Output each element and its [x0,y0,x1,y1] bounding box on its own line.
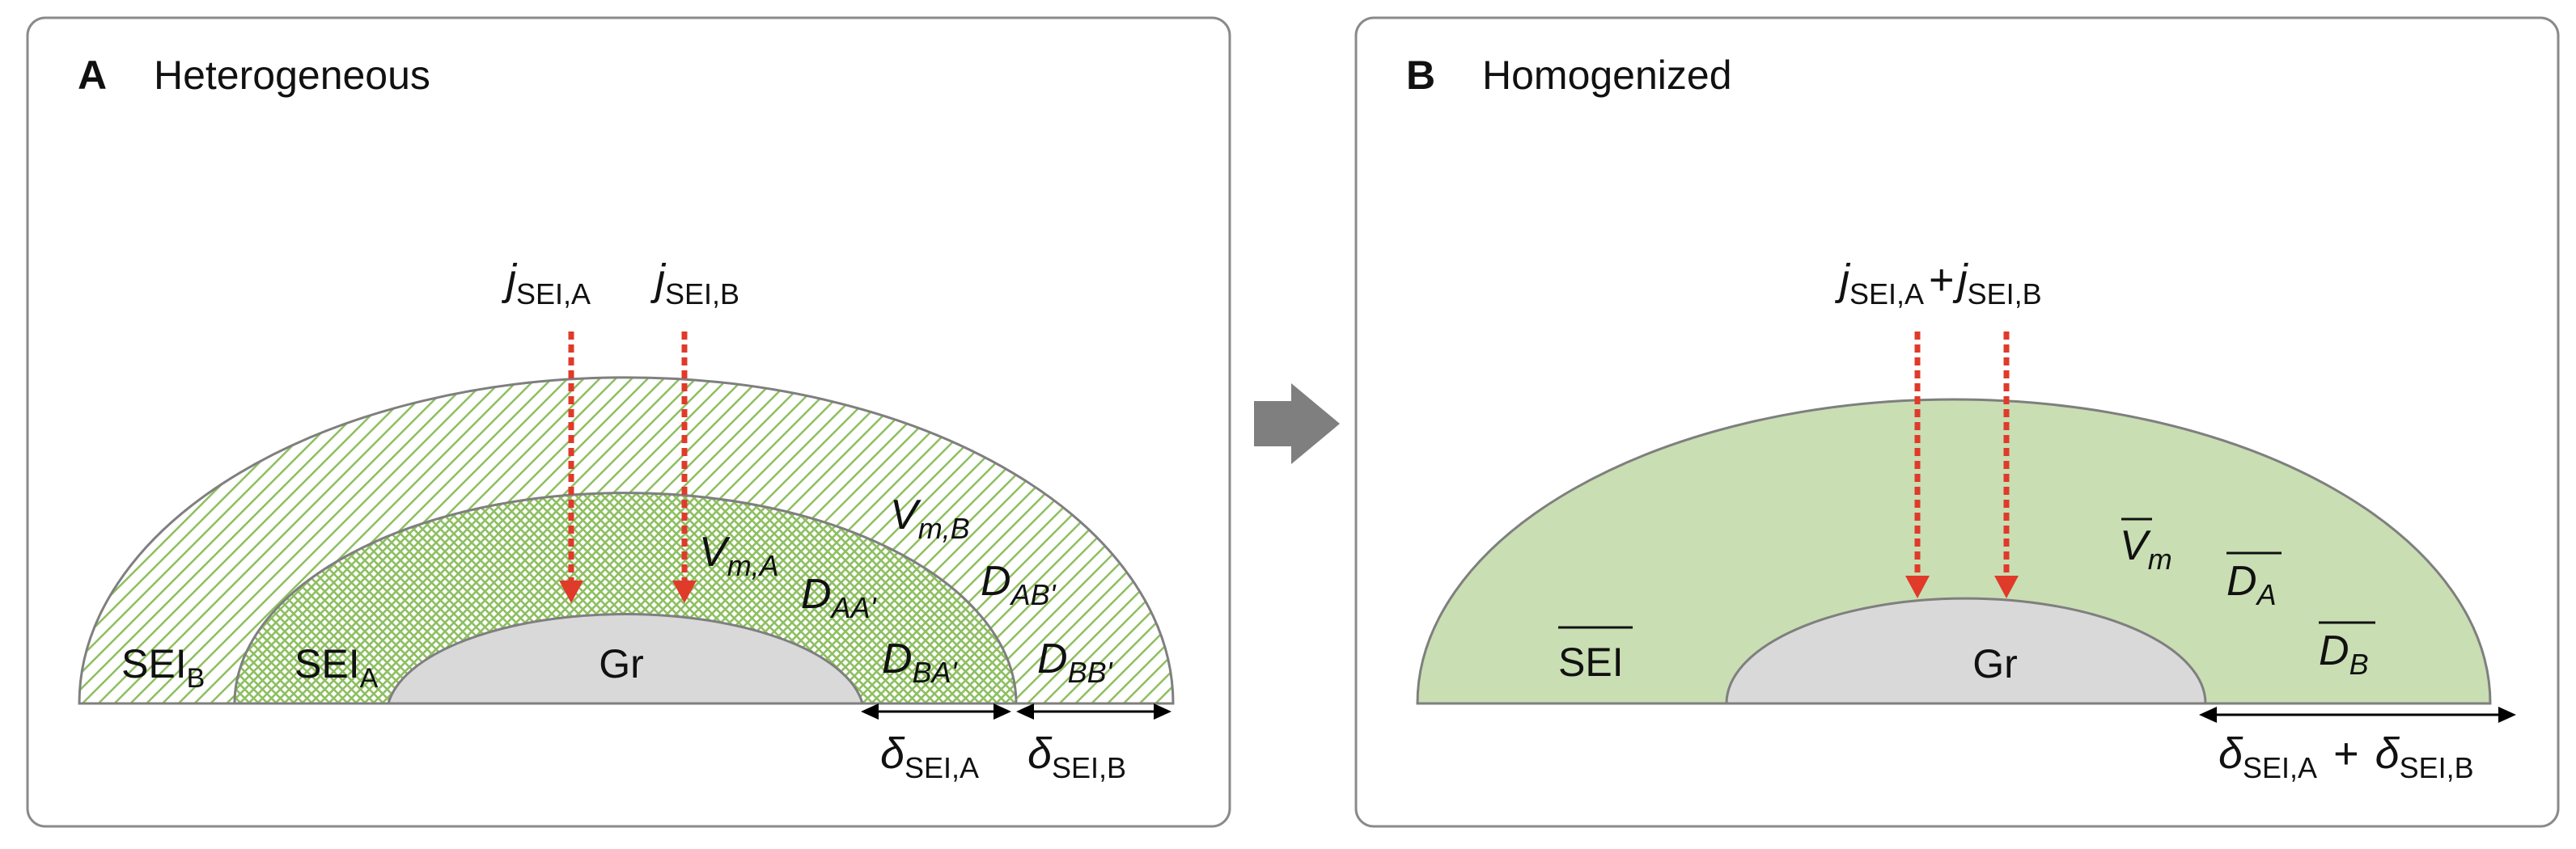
sei-label: SEI [1558,640,1624,685]
d-aa-label: DAA' [801,571,877,624]
vm-a-label: Vm,A [699,529,779,582]
panel-b: B Homogenized Gr SEI jSEI,A+jSEI,B Vm DA [1354,16,2560,828]
sei-a-label: SEIA [294,641,379,694]
d-bb-label: DBB' [1037,636,1113,689]
flux-a-arrowhead-b [1905,576,1930,598]
sei-a-layer [233,492,1018,705]
delta-total-arrow [2199,707,2516,723]
vm-b-label: Vm,B [890,492,970,545]
panel-a-letter: A [78,53,107,98]
core-label-b: Gr [1972,641,2018,686]
delta-b-label: δSEI,B [1027,729,1126,784]
panel-b-letter: B [1406,53,1435,98]
sei-layer [1416,398,2492,705]
d-ba-label: DBA' [882,636,958,689]
graphite-core-b [1725,597,2207,705]
panel-a-title: Heterogeneous [154,53,430,98]
delta-sum-label: δSEI,A+δSEI,B [2218,729,2474,784]
flux-a-arrowhead [559,581,583,603]
vm-label: Vm [2120,522,2172,576]
delta-a-arrow [861,703,1011,720]
panel-b-title: Homogenized [1482,53,1732,98]
panel-a: A Heterogeneous Gr SEIB SEIA jSEI,A jSEI… [26,16,1231,828]
d-a-label: DA [2226,558,2277,611]
d-b-label: DB [2319,627,2369,681]
graphite-core [387,613,864,705]
sei-b-label: SEIB [121,641,205,694]
d-ab-label: DAB' [981,558,1057,611]
flux-b-arrowhead-b [1994,576,2019,598]
delta-a-label: δSEI,A [880,729,979,784]
right-arrow-icon [1254,383,1340,464]
flux-b-arrowhead [672,581,697,603]
core-label-a: Gr [599,641,644,686]
delta-b-arrow [1016,703,1171,720]
